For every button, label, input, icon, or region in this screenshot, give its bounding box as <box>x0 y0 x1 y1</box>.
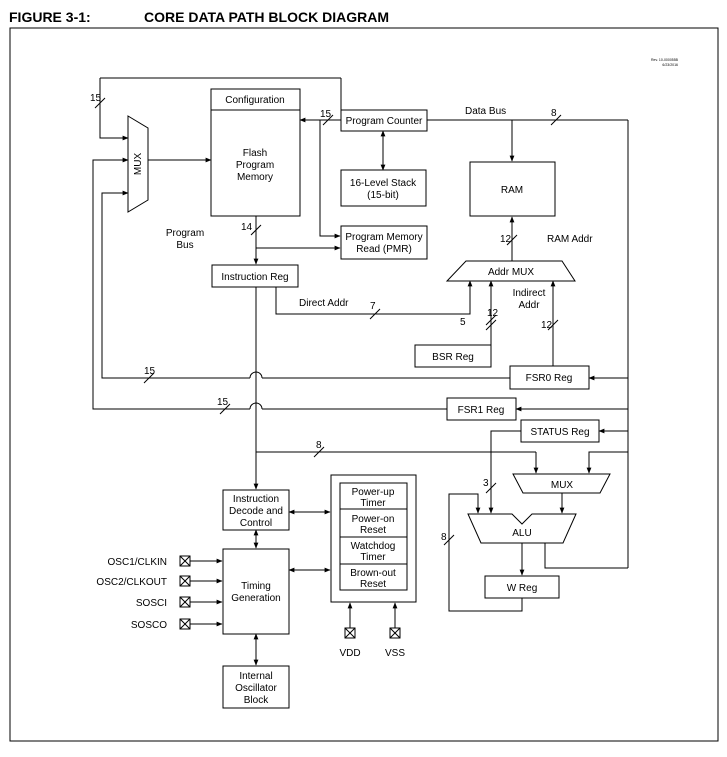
internal-oscillator: Internal Oscillator Block <box>222 665 290 709</box>
vdd-pin-icon <box>344 627 356 639</box>
status-reg: STATUS Reg <box>520 419 600 443</box>
bus-width-fsr0: 12 <box>541 320 553 331</box>
instruction-reg-label: Instruction Reg <box>221 272 288 283</box>
bus-width-pc-mux-in: 15 <box>90 93 102 104</box>
w-reg: W Reg <box>484 575 560 599</box>
bus-width-program-bus: 14 <box>241 222 253 233</box>
flash-label-1: Flash <box>243 148 267 159</box>
timing-label-2: Generation <box>231 593 280 604</box>
bsr-reg-label: BSR Reg <box>432 352 474 363</box>
figure-number: FIGURE 3-1: <box>9 9 91 25</box>
bus-width-fsr0-loop: 15 <box>144 366 156 377</box>
bus-width-wreg-loop: 8 <box>441 532 447 543</box>
alu-mux-label: MUX <box>551 480 574 491</box>
program-bus-label-1: Program <box>166 228 204 239</box>
power-pins: VDD VSS <box>339 627 405 659</box>
bus-width-pc-out: 15 <box>320 109 332 120</box>
clock-pins: OSC1/CLKIN OSC2/CLKOUT SOSCI SOSCO <box>96 555 191 631</box>
osc-label-2: Oscillator <box>235 683 277 694</box>
osc-label-1: Internal <box>239 671 272 682</box>
program-bus-label-2: Bus <box>176 240 193 251</box>
decode-label-3: Control <box>240 518 272 529</box>
bus-width-slashes <box>94 97 562 546</box>
instruction-reg: Instruction Reg <box>211 264 299 288</box>
flash-program-memory: Configuration Flash Program Memory <box>210 88 301 217</box>
decode-label-2: Decode and <box>229 506 283 517</box>
watchdog-label-2: Timer <box>360 552 386 563</box>
bus-width-data-bus: 8 <box>551 108 557 119</box>
alu: ALU <box>467 513 577 544</box>
osc2-pin-icon <box>179 575 191 587</box>
poweron-label-1: Power-on <box>352 514 395 525</box>
vss-pin-icon <box>389 627 401 639</box>
stack: 16-Level Stack (15-bit) <box>340 169 427 207</box>
osc-label-3: Block <box>244 695 269 706</box>
pc-mux-label: MUX <box>133 153 144 176</box>
alu-mux: MUX <box>512 473 611 494</box>
program-counter: Program Counter <box>340 109 428 132</box>
instruction-decode: Instruction Decode and Control <box>222 489 290 531</box>
bus-width-direct-addr: 7 <box>370 301 376 312</box>
figure-frame <box>9 27 719 742</box>
revision-date: 6/23/2016 <box>662 63 678 67</box>
program-counter-label: Program Counter <box>346 116 423 127</box>
direct-addr-label: Direct Addr <box>299 298 349 309</box>
powerup-label-2: Timer <box>360 498 386 509</box>
timing-generation: Timing Generation <box>222 548 290 635</box>
pmr-label-2: Read (PMR) <box>356 244 412 255</box>
flash-label-3: Memory <box>237 172 273 183</box>
revision-number: Rev. 10-000055B <box>651 58 679 62</box>
watchdog-label-1: Watchdog <box>351 541 396 552</box>
program-memory-read: Program Memory Read (PMR) <box>340 225 428 260</box>
timing-label-1: Timing <box>241 581 271 592</box>
configuration-label: Configuration <box>225 95 284 106</box>
brownout-label-2: Reset <box>360 579 386 590</box>
ram-label: RAM <box>501 185 523 196</box>
status-reg-label: STATUS Reg <box>530 427 589 438</box>
fsr1-reg: FSR1 Reg <box>446 397 517 421</box>
sosco-pin-icon <box>179 618 191 630</box>
addr-mux: Addr MUX <box>445 260 576 282</box>
bus-width-status-alu: 3 <box>483 478 489 489</box>
sosco-label: SOSCO <box>131 620 167 631</box>
indirect-addr-label-2: Addr <box>518 300 540 311</box>
bsr-reg: BSR Reg <box>414 344 492 368</box>
addr-mux-label: Addr MUX <box>488 267 534 278</box>
reset-block: Power-up Timer Power-on Reset Watchdog T… <box>330 474 417 603</box>
osc1-label: OSC1/CLKIN <box>108 557 167 568</box>
bus-width-indirect: 12 <box>487 308 499 319</box>
vdd-label: VDD <box>339 648 360 659</box>
bus-width-mux-bus: 8 <box>316 440 322 451</box>
pmr-label-1: Program Memory <box>345 232 422 243</box>
alu-label: ALU <box>512 528 531 539</box>
osc2-label: OSC2/CLKOUT <box>96 577 167 588</box>
stack-label-2: (15-bit) <box>367 190 399 201</box>
brownout-label-1: Brown-out <box>350 568 396 579</box>
flash-label-2: Program <box>236 160 274 171</box>
figure-title: CORE DATA PATH BLOCK DIAGRAM <box>144 9 389 25</box>
sosci-label: SOSCI <box>136 598 167 609</box>
decode-label-1: Instruction <box>233 494 279 505</box>
bus-width-bsr: 5 <box>460 317 466 328</box>
pc-mux: MUX <box>127 115 149 213</box>
powerup-label-1: Power-up <box>352 487 395 498</box>
vss-label: VSS <box>385 648 405 659</box>
w-reg-label: W Reg <box>507 583 538 594</box>
fsr1-reg-label: FSR1 Reg <box>458 405 505 416</box>
data-bus-label: Data Bus <box>465 106 506 117</box>
fsr0-reg: FSR0 Reg <box>509 365 590 390</box>
bus-width-fsr1-loop: 15 <box>217 397 229 408</box>
bus-width-ram-addr: 12 <box>500 234 512 245</box>
stack-label-1: 16-Level Stack <box>350 178 417 189</box>
indirect-addr-label-1: Indirect <box>513 288 546 299</box>
fsr0-reg-label: FSR0 Reg <box>526 373 573 384</box>
osc1-pin-icon <box>179 555 191 567</box>
sosci-pin-icon <box>179 596 191 608</box>
ram: RAM <box>469 161 556 217</box>
poweron-label-2: Reset <box>360 525 386 536</box>
ram-addr-label: RAM Addr <box>547 234 593 245</box>
